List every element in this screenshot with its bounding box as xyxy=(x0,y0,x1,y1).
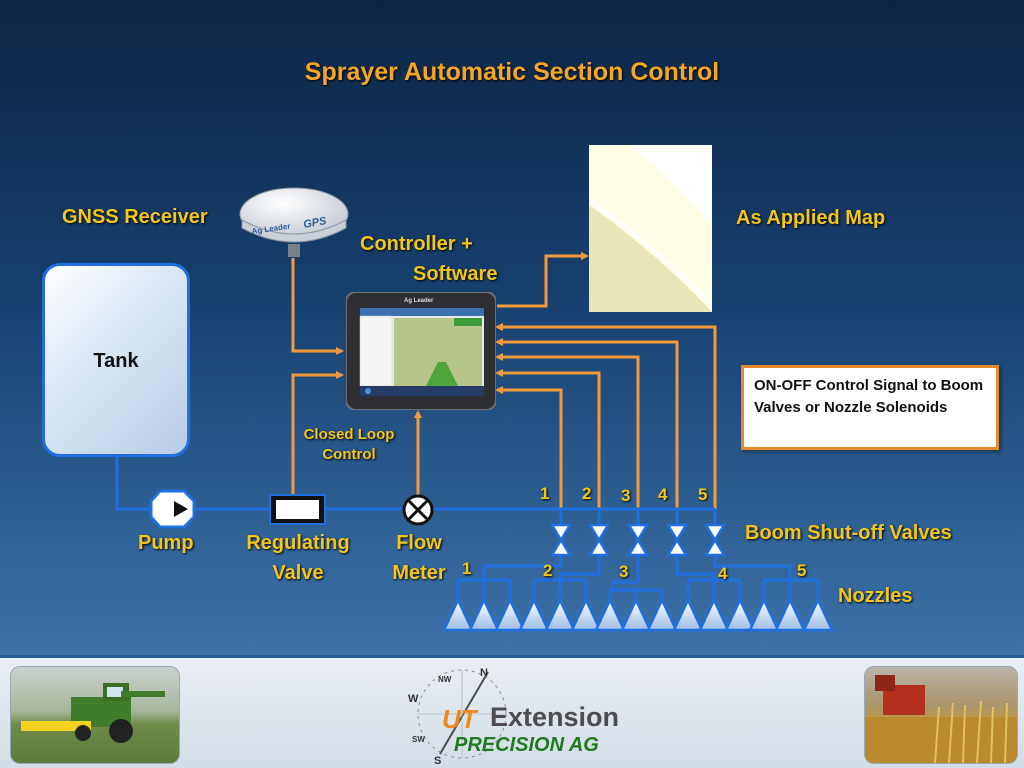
nozzle-icon xyxy=(774,597,806,632)
section-2-signal-line xyxy=(495,369,601,515)
nozzle-manifold-2 xyxy=(532,578,588,600)
nozzle-manifold-5 xyxy=(762,578,820,600)
boom-valve-4-icon xyxy=(665,523,689,557)
controller-label-line2: Software xyxy=(413,263,498,285)
controller-to-map-line xyxy=(497,252,589,308)
controller-label-line1: Controller + xyxy=(360,233,473,255)
nozzle-icon xyxy=(620,597,652,632)
boom-valves xyxy=(549,523,727,557)
compass-nw: NW xyxy=(438,675,452,684)
corn-harvest-photo xyxy=(864,666,1018,764)
compass-sw: SW xyxy=(412,735,425,744)
signal-lines xyxy=(291,252,717,515)
precision-ag-text: PRECISION AG xyxy=(454,734,599,756)
nozzle-icon xyxy=(594,597,626,632)
regulating-valve-label: Regulating Valve xyxy=(246,532,350,584)
nozzle-icon xyxy=(724,597,756,632)
nozzle-icon xyxy=(646,597,678,632)
section-number: 3 xyxy=(621,486,631,505)
section-3-signal-line xyxy=(495,353,640,515)
nozzle-icon xyxy=(442,597,474,632)
nozzles-label: Nozzles xyxy=(838,585,913,607)
nozzle-manifold-3 xyxy=(608,588,664,600)
tank-icon: Tank xyxy=(42,263,190,457)
ut-brand-mark: UT xyxy=(442,704,479,734)
as-applied-map-label: As Applied Map xyxy=(736,207,886,229)
control-signal-callout: ON-OFF Control Signal to Boom Valves or … xyxy=(741,365,999,450)
gnss-receiver-icon: Ag Leader GPS xyxy=(239,187,349,257)
nozzle-icon xyxy=(518,597,550,632)
section-4-signal-line xyxy=(495,338,679,515)
slide-title: Sprayer Automatic Section Control xyxy=(304,58,720,86)
nozzle-group-number: 1 xyxy=(462,559,472,578)
flow-meter-label: Flow Meter xyxy=(392,532,446,584)
nozzle-icon xyxy=(570,597,602,632)
footer-banner: N NW W SW S UT Extension PRECISION AG xyxy=(0,655,1024,768)
regulating-to-controller-line xyxy=(291,371,344,497)
boom-valve-2-icon xyxy=(587,523,611,557)
nozzle-manifold-4 xyxy=(686,578,742,600)
nozzle-group-number: 4 xyxy=(718,564,728,583)
combine-harvester-photo xyxy=(10,666,180,764)
tank-label: Tank xyxy=(93,350,139,372)
section-number: 1 xyxy=(540,484,550,503)
gnss-to-controller-line xyxy=(291,258,344,355)
nozzle-icon xyxy=(802,597,834,632)
flow-meter-icon xyxy=(402,494,434,526)
boom-valve-5-icon xyxy=(703,523,727,557)
boom-valves-label: Boom Shut-off Valves xyxy=(745,522,952,544)
section-number: 5 xyxy=(698,485,708,504)
compass-s: S xyxy=(434,755,441,766)
compass-icon: N NW W SW S UT xyxy=(408,667,507,767)
slide: Sprayer Automatic Section Control xyxy=(0,0,1024,655)
section-number: 2 xyxy=(582,484,592,503)
fluid-lines xyxy=(115,457,820,600)
ut-extension-precision-ag-logo: N NW W SW S UT Extension PRECISION AG xyxy=(404,662,620,767)
pump-label: Pump xyxy=(138,532,194,554)
nozzle-group-number: 3 xyxy=(619,562,629,581)
pump-icon xyxy=(149,489,196,529)
gps-model-text: GPS xyxy=(302,215,328,231)
nozzle-group-number: 2 xyxy=(543,561,553,580)
boom-valve-3-icon xyxy=(626,523,650,557)
gnss-receiver-label: GNSS Receiver xyxy=(62,206,208,228)
extension-text: Extension xyxy=(490,702,620,732)
nozzle-manifold-1 xyxy=(456,578,512,600)
boom-valve-1-icon xyxy=(549,523,573,557)
tank-outlet-line xyxy=(115,457,715,511)
controller-display-icon: Ag Leader xyxy=(346,292,496,410)
nozzle-icon xyxy=(698,597,730,632)
nozzle-icon xyxy=(748,597,780,632)
compass-w: W xyxy=(408,693,419,705)
as-applied-map-icon xyxy=(589,145,712,312)
compass-n: N xyxy=(480,667,488,679)
display-brand-text: Ag Leader xyxy=(404,298,434,304)
section-number: 4 xyxy=(658,485,668,504)
nozzles xyxy=(442,597,834,632)
nozzle-icon xyxy=(468,597,500,632)
section-5-signal-line xyxy=(495,323,717,515)
regulating-valve-icon xyxy=(269,494,326,525)
system-diagram xyxy=(115,252,834,632)
nozzle-icon xyxy=(672,597,704,632)
closed-loop-label: Closed Loop Control xyxy=(303,426,395,463)
nozzle-icon xyxy=(494,597,526,632)
section-1-signal-line xyxy=(495,386,563,515)
nozzle-group-number: 5 xyxy=(797,561,807,580)
nozzle-icon xyxy=(544,597,576,632)
